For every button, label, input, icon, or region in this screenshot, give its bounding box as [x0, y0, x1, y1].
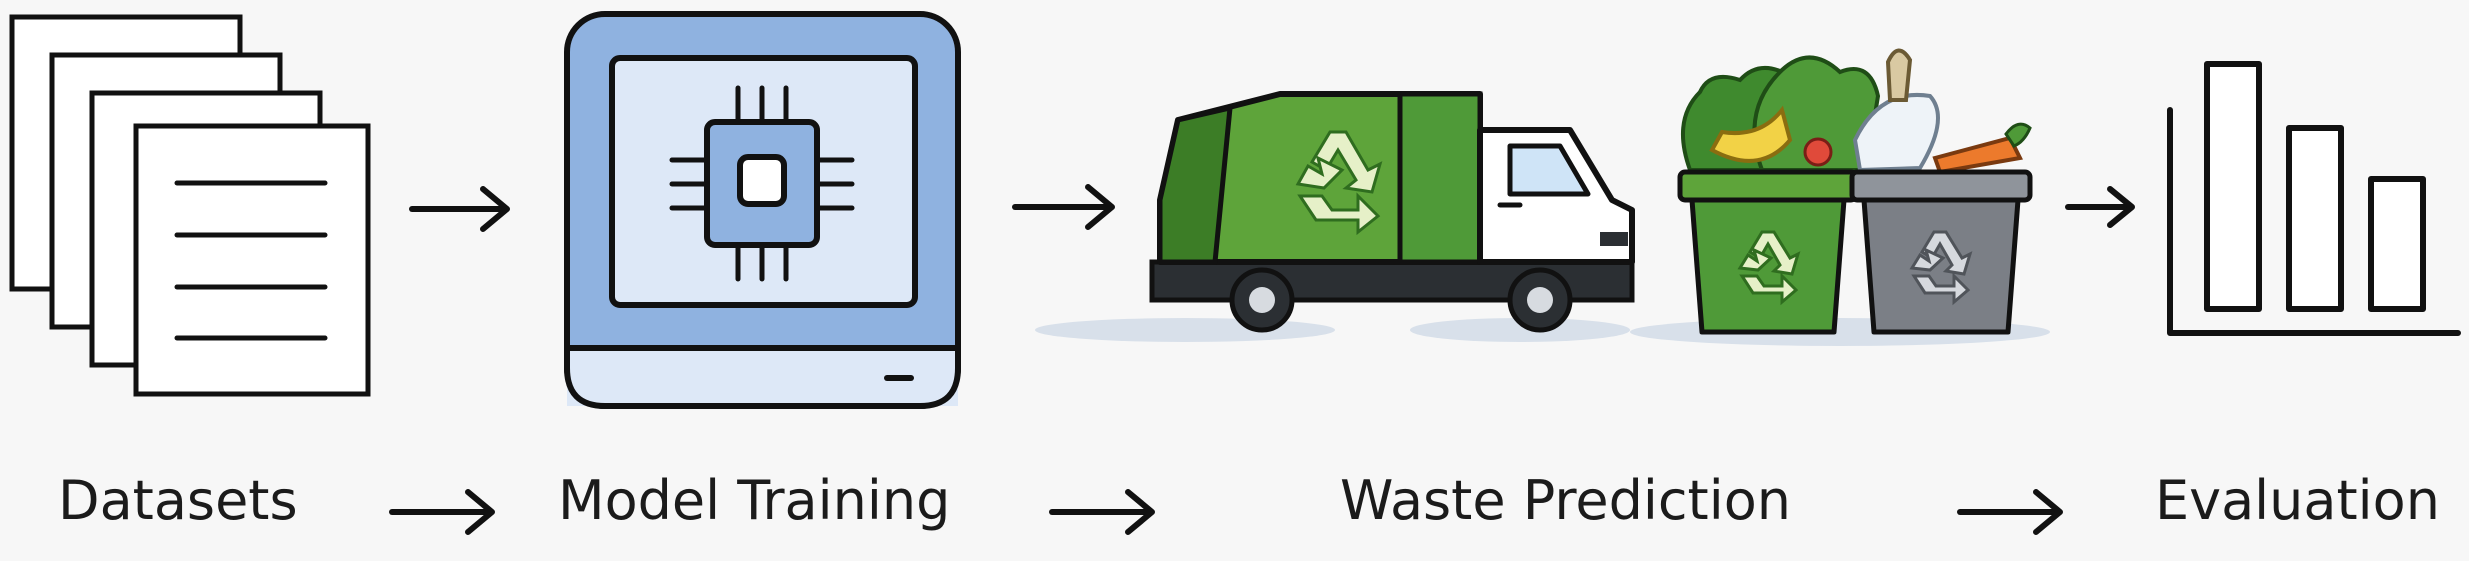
chip-monitor-icon — [564, 11, 961, 409]
bar-chart-icon — [2167, 61, 2461, 336]
arrow-right-icon — [409, 186, 510, 232]
arrow-right-icon — [1012, 184, 1115, 230]
arrow-right-icon — [2065, 186, 2135, 228]
arrow-right-icon — [389, 489, 495, 535]
stage-label-evaluation: Evaluation — [2155, 469, 2440, 532]
garbage-truck-icon — [1035, 91, 1635, 342]
arrow-right-icon — [1957, 489, 2063, 535]
stage-label-model-training: Model Training — [558, 469, 951, 532]
stage-label-waste-prediction: Waste Prediction — [1340, 469, 1791, 532]
recycling-bins-icon — [1630, 48, 2050, 346]
document-stack-icon — [9, 14, 371, 397]
stage-label-datasets: Datasets — [58, 469, 298, 532]
arrow-right-icon — [1049, 489, 1155, 535]
